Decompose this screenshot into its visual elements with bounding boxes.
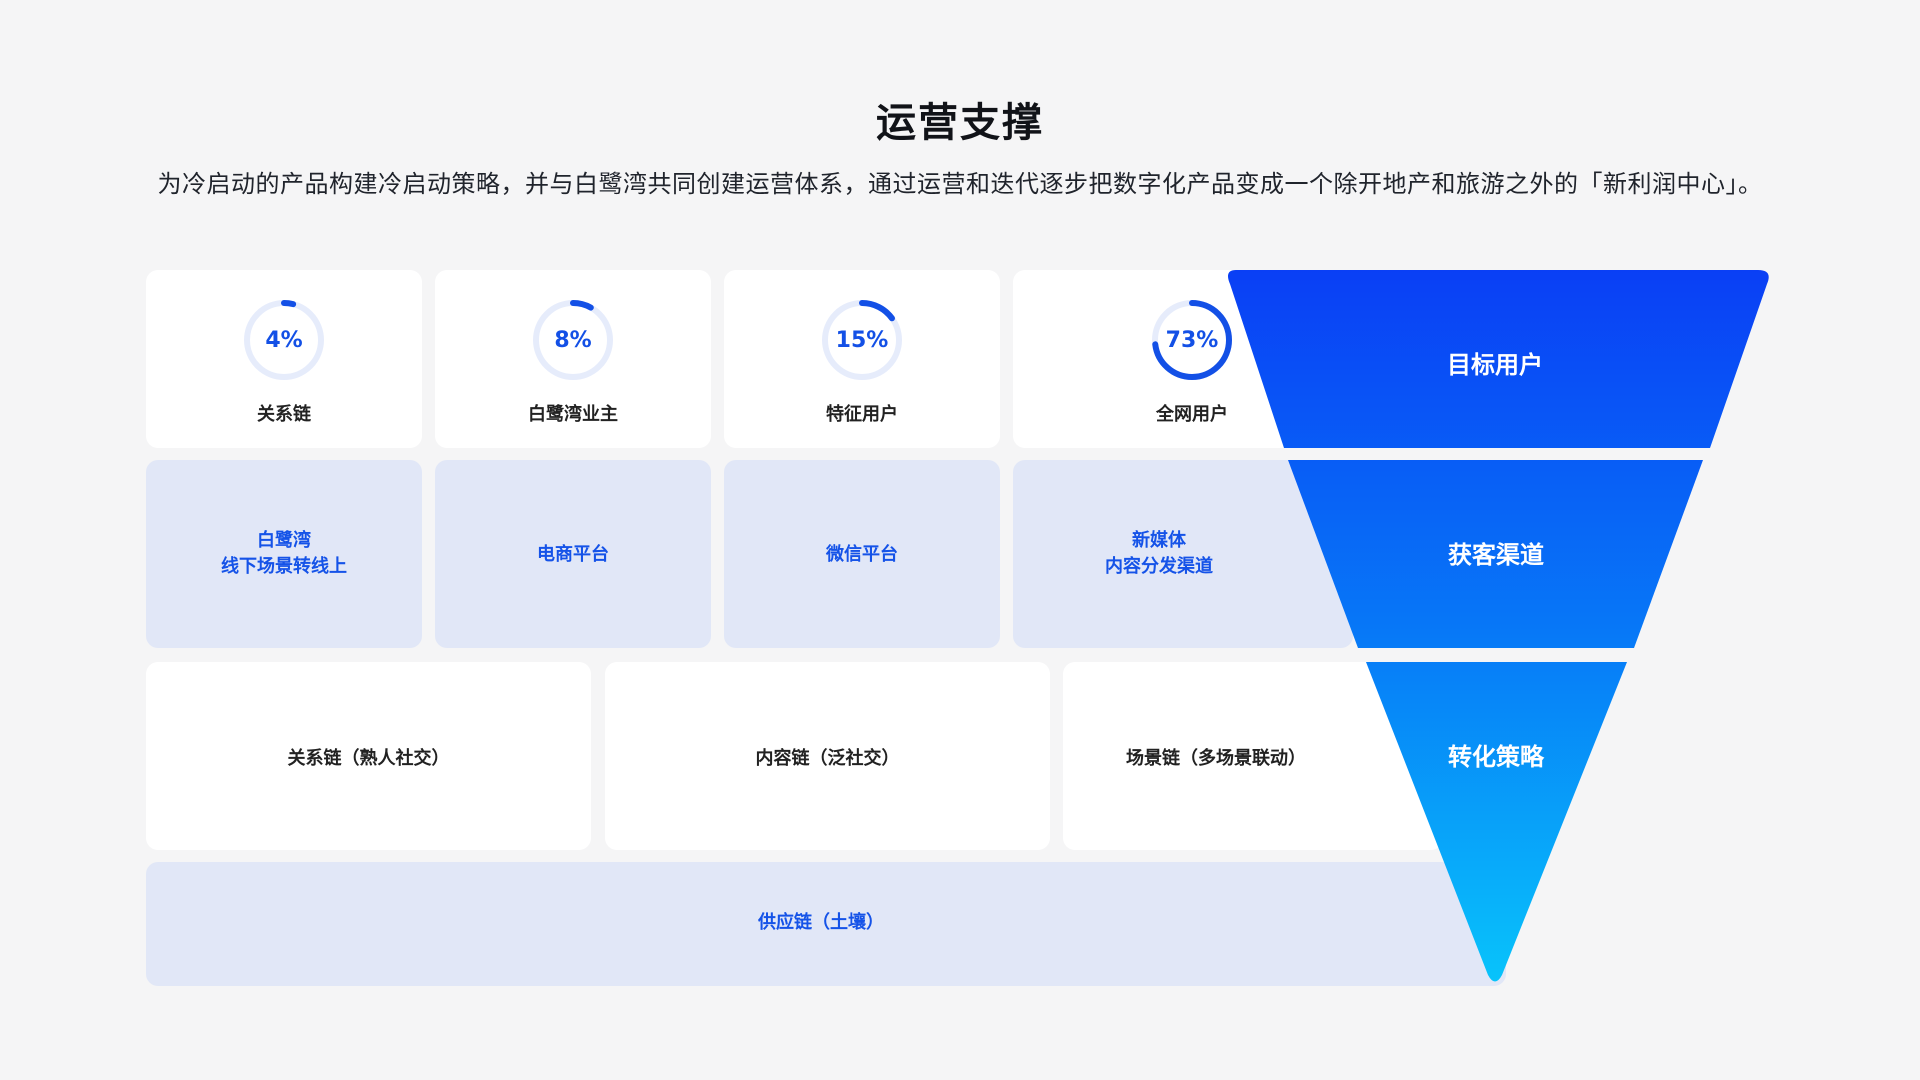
strategy-label: 场景链（多场景联动） — [1126, 748, 1306, 769]
funnel-label-acquisition: 获客渠道 — [1448, 541, 1544, 569]
page-title: 运营支撑 — [876, 100, 1044, 146]
strategy-card-content: 内容链（泛社交） — [605, 662, 1050, 850]
strategy-card-relation: 关系链（熟人社交） — [146, 662, 591, 850]
channel-label: 白鹭湾 线下场景转线上 — [221, 530, 347, 577]
strategy-label: 内容链（泛社交） — [755, 748, 900, 769]
metric-card-owners: 8% 白鹭湾业主 — [435, 270, 711, 448]
funnel-label-target-users: 目标用户 — [1447, 351, 1543, 379]
metric-label: 特征用户 — [826, 404, 898, 425]
metric-value: 73% — [1165, 327, 1219, 353]
metric-value: 4% — [265, 327, 303, 353]
metric-card-feature-users: 15% 特征用户 — [724, 270, 1000, 448]
funnel-segment-conversion — [1366, 662, 1627, 982]
progress-ring — [533, 300, 613, 380]
funnel-segment-target-users — [1228, 270, 1769, 448]
foundation-label: 供应链（土壤） — [758, 912, 884, 933]
metric-card-relation-chain: 4% 关系链 — [146, 270, 422, 448]
page-subtitle: 为冷启动的产品构建冷启动策略，并与白鹭湾共同创建运营体系，通过运营和迭代逐步把数… — [157, 170, 1763, 198]
metric-label: 白鹭湾业主 — [528, 404, 618, 425]
metric-label: 全网用户 — [1156, 404, 1228, 425]
foundation-card: 供应链（土壤） — [146, 862, 1506, 986]
progress-ring — [822, 300, 902, 380]
strategy-label: 关系链（熟人社交） — [287, 748, 450, 769]
metric-value: 8% — [554, 327, 592, 353]
metric-value: 15% — [835, 327, 889, 353]
channel-card-offline: 白鹭湾 线下场景转线上 — [146, 460, 422, 648]
channel-label: 新媒体 内容分发渠道 — [1105, 530, 1213, 577]
channel-card-new-media: 新媒体 内容分发渠道 — [1013, 460, 1353, 648]
metric-label: 关系链 — [257, 404, 311, 425]
funnel-label-conversion: 转化策略 — [1448, 743, 1545, 771]
channel-label: 电商平台 — [537, 544, 609, 565]
channel-card-ecommerce: 电商平台 — [435, 460, 711, 648]
channel-card-wechat: 微信平台 — [724, 460, 1000, 648]
channel-label: 微信平台 — [826, 544, 898, 565]
progress-ring — [1152, 300, 1232, 380]
progress-ring — [244, 300, 324, 380]
funnel-segment-acquisition — [1288, 460, 1703, 648]
